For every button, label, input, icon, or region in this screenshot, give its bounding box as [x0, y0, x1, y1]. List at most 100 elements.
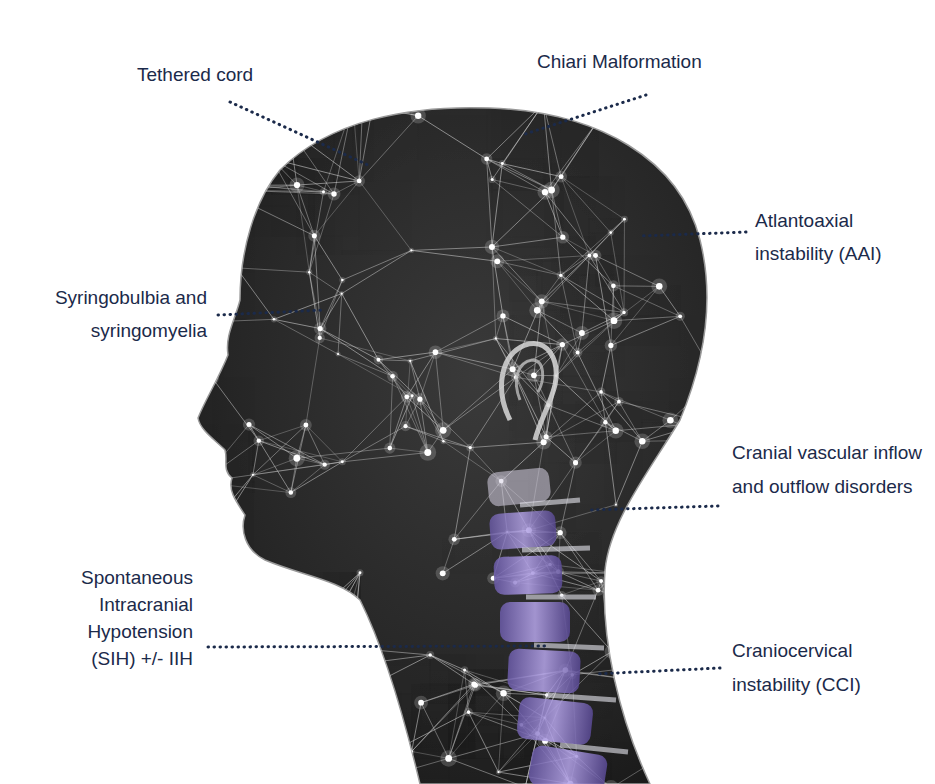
network-line: [274, 319, 320, 328]
ear: [502, 344, 557, 440]
star-dot: [639, 438, 646, 445]
network-line: [343, 640, 353, 667]
star-glow: [346, 686, 362, 702]
leader-line: [230, 102, 368, 165]
star-glow: [489, 176, 496, 183]
star-dot: [318, 336, 322, 340]
vertebra: [493, 555, 562, 595]
star-dot: [611, 317, 618, 324]
ear-outline: [502, 344, 557, 440]
network-line: [469, 712, 522, 725]
star-glow: [190, 534, 206, 550]
star-dot: [238, 709, 242, 713]
star-dot: [615, 504, 617, 506]
star-dot: [234, 265, 239, 270]
network-line: [411, 247, 492, 250]
network-line: [236, 712, 262, 744]
star-dot: [541, 439, 547, 445]
star-dot: [599, 579, 603, 583]
star-dot: [491, 178, 494, 181]
star-dot: [390, 374, 395, 379]
network-line: [560, 533, 598, 590]
star-dot: [648, 679, 655, 686]
star-glow: [496, 769, 501, 774]
star-dot: [280, 708, 283, 711]
star-glow: [211, 207, 220, 216]
star-dot: [409, 360, 411, 362]
star-glow: [606, 312, 622, 328]
network-line: [262, 712, 281, 720]
callout-label: Syringobulbia and syringomyelia: [17, 281, 207, 347]
network-line: [352, 640, 353, 665]
network-line: [309, 727, 402, 747]
star-dot: [560, 235, 565, 240]
star-glow: [651, 278, 667, 294]
network-line: [236, 268, 309, 272]
network-line: [412, 685, 476, 751]
network-line: [556, 376, 616, 431]
network-line: [324, 605, 361, 692]
network-line: [314, 647, 339, 655]
star-glow: [253, 435, 264, 446]
star-dot: [246, 422, 251, 427]
star-glow: [410, 108, 425, 123]
network-line: [393, 376, 428, 452]
network-line: [343, 667, 347, 758]
star-dot: [716, 439, 718, 441]
callout-label: Atlantoaxial instability (AAI): [755, 204, 927, 270]
star-glow: [634, 433, 650, 449]
star-glow: [414, 696, 428, 710]
network-line: [420, 399, 470, 447]
network-line: [324, 605, 351, 665]
star-glow: [289, 178, 304, 193]
network-line: [281, 692, 361, 719]
network-line: [361, 692, 378, 778]
star-glow: [466, 444, 474, 452]
network-line: [346, 692, 361, 758]
network-line: [611, 742, 685, 784]
network-line: [487, 159, 552, 190]
star-dot: [348, 662, 355, 669]
star-glow: [339, 291, 344, 296]
network-line: [449, 685, 476, 758]
star-dot: [294, 182, 300, 188]
star-dot: [359, 690, 364, 695]
network-line: [255, 129, 289, 185]
star-glow: [679, 737, 689, 747]
star-glow: [469, 679, 482, 692]
star-dot: [704, 421, 708, 425]
star-glow: [396, 742, 406, 752]
network-line: [359, 116, 418, 181]
star-glow: [373, 773, 384, 784]
star-dot: [623, 218, 626, 221]
network-line: [324, 573, 360, 639]
network-line: [487, 159, 492, 247]
network-line: [470, 442, 543, 447]
network-line: [244, 727, 309, 777]
network-line: [545, 121, 598, 192]
star-dot: [344, 757, 348, 761]
network-line: [343, 665, 352, 667]
star-dot: [257, 438, 261, 442]
network-line: [314, 236, 342, 280]
star-glow: [603, 780, 619, 784]
leader-line: [595, 668, 720, 674]
star-dot: [710, 546, 712, 548]
star-dot: [417, 397, 422, 402]
network-line: [502, 164, 561, 177]
star-glow: [409, 248, 414, 253]
network-line: [274, 294, 342, 320]
network-line: [704, 583, 708, 647]
network-line: [418, 116, 486, 159]
network-line: [324, 605, 352, 640]
network-line: [630, 647, 708, 668]
network-line: [680, 316, 716, 378]
network-line: [412, 703, 421, 752]
star-glow: [596, 576, 606, 586]
star-dot: [399, 745, 403, 749]
star-dot: [560, 342, 565, 347]
network-line: [289, 129, 359, 181]
network-line: [301, 643, 354, 694]
star-dot: [341, 460, 344, 463]
star-dot: [542, 189, 548, 195]
